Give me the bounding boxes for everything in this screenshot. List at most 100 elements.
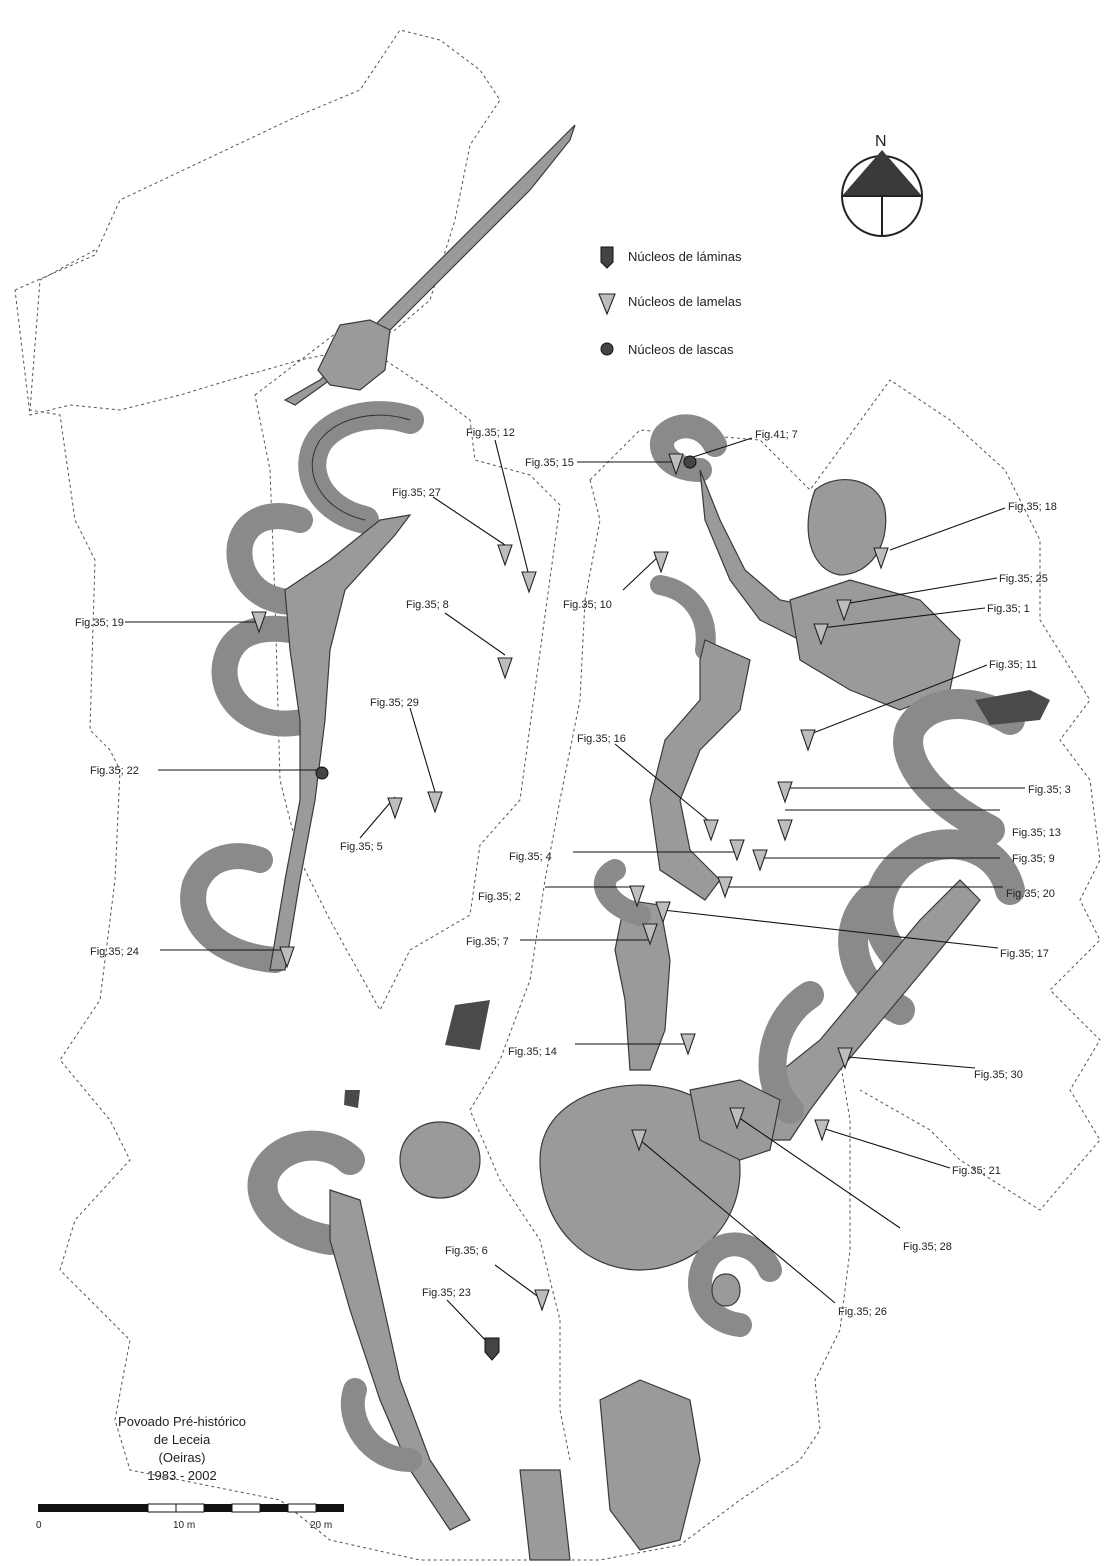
figure-label: Fig.35; 28 [903,1241,952,1253]
scale-bar: 0 10 m 20 m [36,1503,344,1531]
bladelet-core-icon [837,1047,853,1070]
compass-north-label: N [875,133,887,150]
figure-label: Fig.35; 25 [999,573,1048,585]
wall-fragment-dark-3 [975,690,1050,725]
wall-north-block [317,319,391,391]
blade-core-icon [600,246,614,269]
wall-northeast-block [789,579,961,711]
bladelet-core-icon [777,781,793,804]
bladelet-core-icon [631,1129,647,1152]
figure-label: Fig.35; 27 [392,487,441,499]
bladelet-core-icon [800,729,816,752]
scale-label: 10 m [173,1520,195,1531]
bladelet-core-icon [497,544,513,567]
figure-label: Fig.35; 23 [422,1287,471,1299]
bladelet-core-markers [251,453,889,1312]
wall-west-spine [269,514,412,971]
figure-label: Fig.35; 24 [90,946,139,958]
figure-label: Fig.35; 8 [406,599,449,611]
figure-label: Fig.35; 16 [577,733,626,745]
bladelet-core-icon [534,1289,550,1312]
figure-label: Fig.35; 14 [508,1046,557,1058]
bladelet-core-icon [653,551,669,574]
figure-label: Fig.35; 19 [75,617,124,629]
wall-fragment-dark-1 [445,1000,490,1050]
bladelet-core-icon [668,453,684,476]
excavation-boundaries [14,29,1101,1561]
figure-label: Fig.35; 26 [838,1306,887,1318]
figure-label: Fig.35; 29 [370,697,419,709]
north-pointer-icon [842,150,922,196]
wall-structures [180,124,1050,1561]
flake-core-icon [683,455,697,469]
legend: Núcleos de láminas Núcleos de lamelas Nú… [598,246,742,357]
bladelet-core-icon [427,791,443,814]
wall-south-ring-inner [711,1273,741,1307]
blade-core-icon [484,1337,500,1361]
figure-label: Fig.35; 30 [974,1069,1023,1081]
site-title-line: de Leceia [154,1432,211,1447]
figure-label: Fig.35; 13 [1012,827,1061,839]
legend-label: Núcleos de lascas [628,342,734,357]
scale-label: 20 m [310,1520,332,1531]
wall-south-east-strip [599,1379,701,1551]
excavation-area-central [254,329,561,1012]
scale-label: 0 [36,1520,42,1531]
bladelet-core-icon [629,885,645,908]
wall-south-strip [519,1469,571,1561]
bladelet-core-icon [497,657,513,680]
leader-lines [125,437,1025,1346]
excavation-area-west [29,249,851,1561]
bladelet-core-icon [680,1033,696,1056]
wall-south-large-round [539,1084,741,1271]
bladelet-core-icon [521,571,537,594]
wall-fragment-dark-2 [344,1090,360,1108]
site-title-line: Povoado Pré-histórico [118,1414,246,1429]
figure-label: Fig.35; 20 [1006,888,1055,900]
excavation-area-south [469,479,601,1461]
figure-label: Fig.35; 1 [987,603,1030,615]
wall-south-corridor [614,899,671,1071]
figure-label: Fig.35; 5 [340,841,383,853]
legend-label: Núcleos de láminas [628,249,742,264]
bladelet-core-icon [752,849,768,872]
figure-label: Fig.35; 21 [952,1165,1001,1177]
bladelet-core-icon [814,1119,830,1142]
bladelet-core-icon [873,547,889,570]
bladelet-core-icon [703,819,719,842]
figure-label: Fig.35; 6 [445,1245,488,1257]
figure-label: Fig.35; 10 [563,599,612,611]
blade-core-markers [484,1337,500,1361]
figure-label: Fig.35; 4 [509,851,552,863]
bladelet-core-icon [813,623,829,646]
bladelet-core-icon [655,901,671,924]
bladelet-core-icon [729,839,745,862]
figure-label: Fig.41; 7 [755,429,798,441]
bladelet-core-icon [777,819,793,842]
flake-core-icon [315,766,329,780]
figure-label: Fig.35; 17 [1000,948,1049,960]
site-title-line: 1983 - 2002 [147,1468,216,1483]
flake-core-markers [315,455,697,780]
north-arrow: N [841,133,923,237]
bladelet-core-icon [642,923,658,946]
figure-labels: Fig.35; 12 Fig.35; 15 Fig.41; 7 Fig.35; … [75,427,1071,1318]
figure-label: Fig.35; 7 [466,936,509,948]
bladelet-core-icon [279,946,295,969]
bladelet-core-icon [387,797,403,820]
excavation-area-east [589,379,1101,1211]
flake-core-icon [600,342,614,356]
wall-northeast-round [807,479,887,576]
wall-east-diagonal [769,879,981,1141]
figure-label: Fig.35; 2 [478,891,521,903]
site-title: Povoado Pré-histórico de Leceia (Oeiras)… [118,1414,246,1483]
figure-label: Fig.35; 11 [989,659,1037,671]
legend-label: Núcleos de lamelas [628,294,742,309]
excavation-area-north [14,29,501,416]
bladelet-core-icon [836,599,852,622]
wall-central-serpentine [649,639,751,901]
figure-label: Fig.35; 22 [90,765,139,777]
wall-southwest-long [329,1189,471,1531]
figure-label: Fig.35; 3 [1028,784,1071,796]
bladelet-core-icon [251,611,267,634]
